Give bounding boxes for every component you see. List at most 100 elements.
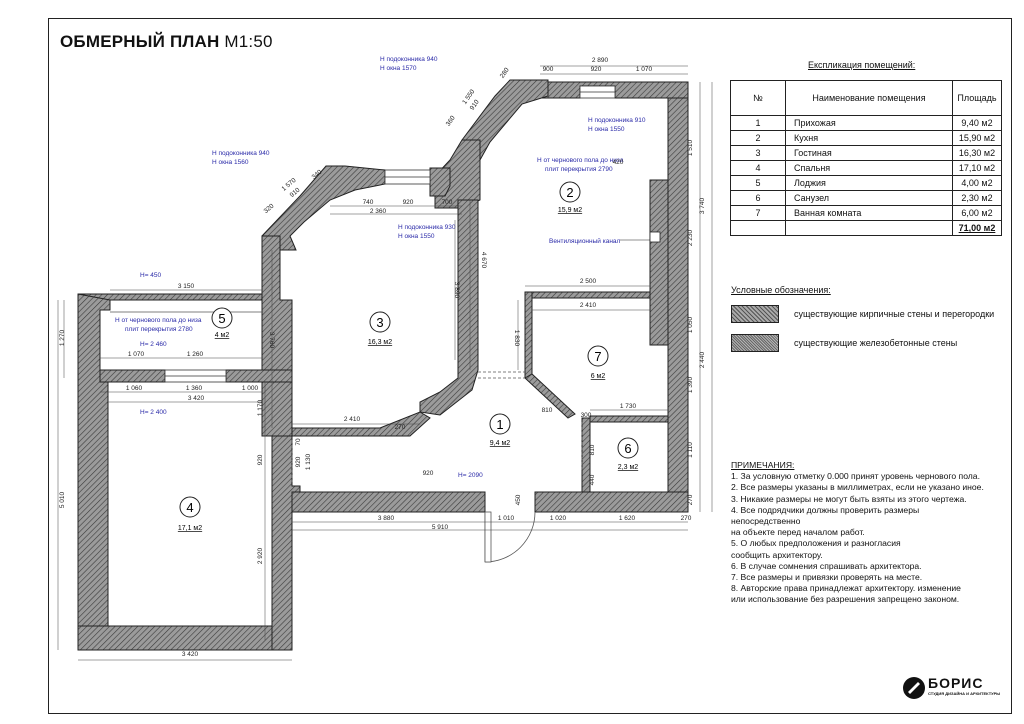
dim-2890: 2 890 bbox=[592, 57, 609, 64]
room-1-number: 1 bbox=[496, 417, 503, 432]
row-name: Санузел bbox=[785, 190, 953, 206]
note-line: сообщить архитектору. bbox=[731, 549, 823, 560]
dimension-values: 2 890 900 920 1 070 740 920 700 2 360 3 … bbox=[126, 57, 692, 658]
dim-740: 740 bbox=[363, 199, 374, 206]
room-4-number: 4 bbox=[186, 500, 193, 515]
annotation-loggia-a: Н от чернового пола до низа bbox=[115, 317, 202, 324]
note-line: на объекте перед началом работ. bbox=[731, 527, 865, 538]
title-main: ОБМЕРНЫЙ ПЛАН bbox=[60, 32, 220, 51]
row-area: 6,00 м2 bbox=[952, 205, 1002, 221]
dim-1050: 1 050 bbox=[687, 316, 694, 333]
dim-1110: 1 110 bbox=[687, 442, 694, 458]
dim-2500: 2 500 bbox=[580, 278, 597, 285]
dim-3420b: 3 420 bbox=[182, 651, 199, 658]
notes-block: ПРИМЕЧАНИЯ: 1. За условную отметку 0.000… bbox=[731, 460, 1007, 606]
wall-living-left bbox=[261, 235, 293, 437]
dim-920c: 920 bbox=[257, 454, 264, 465]
legend-title: Условные обозначения: bbox=[731, 285, 831, 295]
wall-bath-top bbox=[524, 291, 651, 299]
dim-2230: 2 230 bbox=[687, 229, 694, 246]
wall-loggia-left bbox=[77, 293, 111, 631]
dim-1130: 1 130 bbox=[305, 453, 312, 470]
dim-270a: 270 bbox=[681, 515, 692, 522]
row-name: Ванная комната bbox=[785, 205, 953, 221]
dim-270b: 270 bbox=[687, 494, 694, 505]
legend-concrete-label: существующие железобетонные стены bbox=[794, 338, 958, 348]
dim-320: 320 bbox=[263, 202, 276, 215]
note-line: 8. Авторские права принадлежат архитекто… bbox=[731, 583, 961, 594]
dim-700: 700 bbox=[442, 199, 453, 206]
wall-wc-top bbox=[589, 415, 669, 423]
note-line: 3. Никакие размеры не могут быть взяты и… bbox=[731, 493, 967, 504]
note-line: 4. Все подрядчики должны проверить разме… bbox=[731, 504, 920, 515]
dim-1170: 1 170 bbox=[257, 399, 264, 416]
dim-5010: 5 010 bbox=[59, 491, 66, 508]
dim-920b: 920 bbox=[403, 199, 414, 206]
room-4-area: 17,1 м2 bbox=[178, 525, 202, 532]
dim-1000: 1 000 bbox=[242, 385, 259, 392]
dim-300: 300 bbox=[581, 412, 592, 419]
dim-3740: 3 740 bbox=[699, 197, 706, 214]
wall-living-right bbox=[419, 199, 479, 416]
vent-channel bbox=[649, 231, 661, 243]
wall-corridor-bottom bbox=[291, 491, 486, 513]
dim-1390: 1 390 bbox=[687, 376, 694, 393]
row-num: 7 bbox=[730, 205, 786, 221]
dim-3880: 3 880 bbox=[378, 515, 395, 522]
annotation-h2460: Н= 2 460 bbox=[140, 341, 167, 348]
legend-concrete-swatch bbox=[731, 334, 779, 352]
dim-1260: 1 260 bbox=[187, 351, 204, 358]
height-annotations: Н подоконника 940 Н окна 1570 Н подоконн… bbox=[115, 56, 646, 479]
room-7-number: 7 bbox=[594, 349, 601, 364]
annotation-window-4: Н окна 1550 bbox=[398, 233, 435, 240]
row-area: 4,00 м2 bbox=[952, 175, 1002, 191]
walls bbox=[77, 79, 689, 651]
row-area: 16,30 м2 bbox=[952, 145, 1002, 161]
annotation-floor-b: плит перекрытия 2790 bbox=[545, 166, 613, 173]
room-3-area: 16,3 м2 bbox=[368, 339, 392, 346]
legend-brick-label: существующие кирпичные стены и перегород… bbox=[794, 309, 995, 319]
dim-4670: 4 670 bbox=[480, 252, 487, 269]
room-6-number: 6 bbox=[624, 441, 631, 456]
logo-subtitle: СТУДИЯ ДИЗАЙНА И АРХИТЕКТУРЫ bbox=[928, 691, 1001, 696]
wall-vent bbox=[649, 179, 669, 346]
note-line: непосредственно bbox=[731, 516, 801, 527]
row-num: 4 bbox=[730, 160, 786, 176]
room-labels: 3 16,3 м2 2 15,9 м2 5 4 м2 7 6 м2 1 9,4 … bbox=[178, 181, 639, 532]
room-6-area: 2,3 м2 bbox=[618, 464, 638, 471]
logo-icon bbox=[903, 677, 925, 699]
wall-bedroom-top bbox=[99, 369, 166, 383]
doors bbox=[291, 371, 583, 563]
wall-right-outer bbox=[667, 81, 689, 513]
wall-bedroom-top-right bbox=[225, 369, 293, 383]
dim-2360: 2 360 bbox=[370, 208, 387, 215]
row-num: 5 bbox=[730, 175, 786, 191]
room-2-area: 15,9 м2 bbox=[558, 207, 582, 214]
dimension-lines bbox=[57, 65, 713, 661]
total-empty bbox=[730, 220, 786, 236]
legend-brick-swatch bbox=[731, 305, 779, 323]
dim-920d: 920 bbox=[295, 456, 302, 467]
title-scale: М1:50 bbox=[224, 32, 273, 51]
dim-5910: 5 910 bbox=[432, 524, 449, 531]
logo-brand: БОРИС bbox=[928, 675, 984, 691]
wall-bath-left bbox=[524, 291, 533, 379]
room-7-area: 6 м2 bbox=[591, 373, 606, 380]
wall-kitchen-bay bbox=[461, 79, 549, 161]
dim-900a: 900 bbox=[543, 66, 554, 73]
dim-360: 360 bbox=[445, 114, 457, 127]
dim-1270: 1 270 bbox=[59, 329, 66, 346]
dim-1830: 1 830 bbox=[513, 330, 520, 347]
wall-bath-diag bbox=[524, 373, 576, 419]
row-name: Кухня bbox=[785, 130, 953, 146]
notes-title: ПРИМЕЧАНИЯ: bbox=[731, 460, 795, 470]
sheet-frame bbox=[48, 18, 1012, 714]
dim-1060: 1 060 bbox=[126, 385, 143, 392]
explication-header-row: № Наименование помещения Площадь bbox=[730, 80, 1002, 116]
